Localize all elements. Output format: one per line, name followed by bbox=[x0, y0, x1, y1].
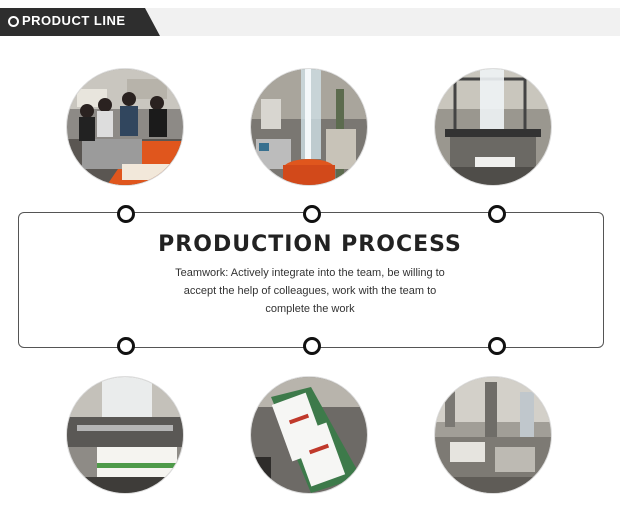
timeline-node bbox=[488, 337, 506, 355]
header-tab bbox=[0, 8, 160, 36]
timeline-node bbox=[117, 337, 135, 355]
workers-at-machine-photo bbox=[66, 68, 184, 186]
process-title: PRODUCTION PROCESS bbox=[158, 232, 462, 257]
timeline-node bbox=[303, 337, 321, 355]
section-title: PRODUCT LINE bbox=[22, 13, 126, 28]
timeline-node bbox=[117, 205, 135, 223]
film-extrusion-line-photo bbox=[434, 68, 552, 186]
timeline-node bbox=[303, 205, 321, 223]
production-process-panel bbox=[18, 212, 604, 348]
timeline-node bbox=[488, 205, 506, 223]
bag-making-machine-photo bbox=[66, 376, 184, 494]
film-blowing-tower-photo bbox=[250, 68, 368, 186]
process-description: Teamwork: Actively integrate into the te… bbox=[175, 267, 445, 315]
circle-bullet-icon bbox=[8, 16, 19, 27]
printed-bags-conveyor-photo bbox=[250, 376, 368, 494]
factory-floor-photo bbox=[434, 376, 552, 494]
